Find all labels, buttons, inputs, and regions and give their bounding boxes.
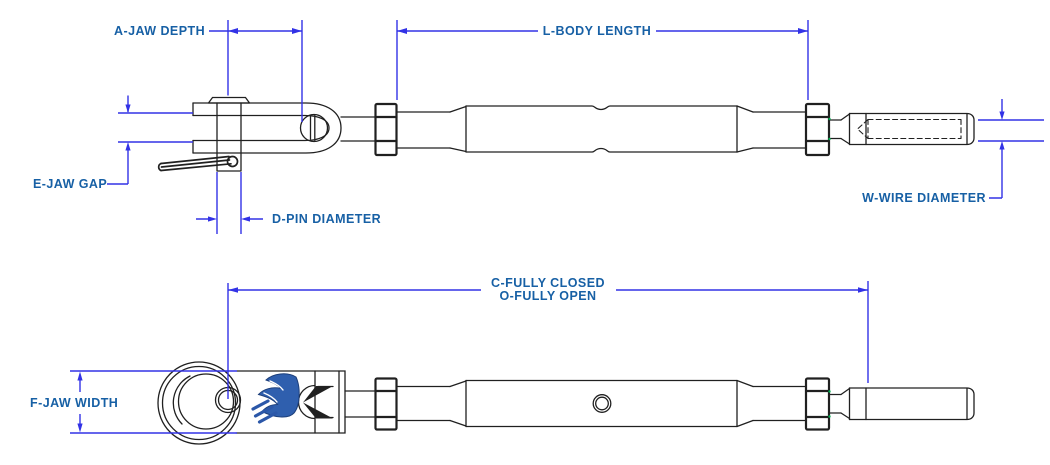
label-body-length: L-BODY LENGTH — [542, 24, 652, 38]
label-fully-open: O-FULLY OPEN — [499, 289, 597, 303]
label-jaw-width: F-JAW WIDTH — [30, 395, 119, 410]
dimension-lines — [70, 20, 1044, 434]
top-view-drawing — [157, 96, 975, 172]
label-wire-diameter: W-WIRE DIAMETER — [862, 190, 986, 205]
label-jaw-gap: E-JAW GAP — [33, 176, 108, 191]
label-jaw-depth: A-JAW DEPTH — [114, 24, 206, 38]
label-fully-closed: C-FULLY CLOSED — [491, 275, 605, 290]
brand-logo-icon — [251, 373, 300, 424]
label-closed-open: C-FULLY CLOSED O-FULLY OPEN — [491, 275, 605, 304]
bottom-view-drawing — [157, 361, 975, 445]
label-pin-diameter: D-PIN DIAMETER — [272, 211, 382, 226]
